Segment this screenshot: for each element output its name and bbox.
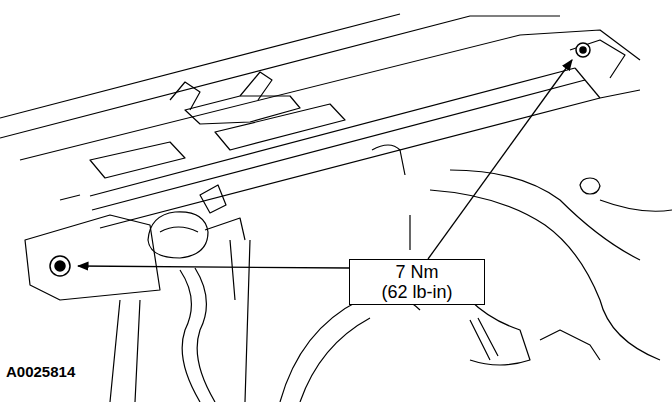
rod — [409, 215, 410, 250]
engine — [372, 145, 405, 175]
pad — [215, 104, 345, 150]
latch — [170, 82, 200, 110]
torque-spec: 7 Nm — [395, 262, 438, 282]
hose — [195, 268, 215, 402]
engine — [450, 170, 640, 260]
latch — [185, 96, 300, 124]
figure-number: A0025814 — [6, 363, 75, 380]
engine — [600, 200, 672, 211]
support-bar — [90, 68, 575, 196]
engine — [540, 330, 600, 360]
pad — [90, 142, 185, 178]
torque-spec: (62 lb-in) — [381, 282, 452, 302]
engine — [300, 318, 370, 402]
bracket — [570, 40, 625, 78]
wire — [230, 240, 250, 402]
leader-arrow — [78, 266, 349, 268]
panel-edge — [0, 16, 560, 138]
engine — [470, 300, 530, 365]
sensor — [200, 185, 226, 213]
bolt — [576, 43, 590, 57]
wire — [205, 218, 245, 240]
rod — [470, 318, 498, 360]
engine — [580, 178, 600, 194]
bolt — [55, 261, 65, 271]
panel-edge — [0, 14, 400, 118]
bracket-leg — [110, 300, 140, 402]
bolt — [50, 256, 70, 276]
torque-callout-box: 7 Nm(62 lb-in) — [349, 259, 485, 305]
leader-arrow — [428, 60, 572, 259]
support-bar — [575, 68, 600, 98]
sensor — [160, 227, 198, 232]
sensor — [148, 212, 208, 258]
slot — [60, 195, 80, 200]
engine — [280, 297, 420, 402]
hose — [180, 270, 200, 402]
bracket — [25, 215, 160, 300]
bolt — [580, 47, 586, 53]
latch — [240, 72, 272, 100]
